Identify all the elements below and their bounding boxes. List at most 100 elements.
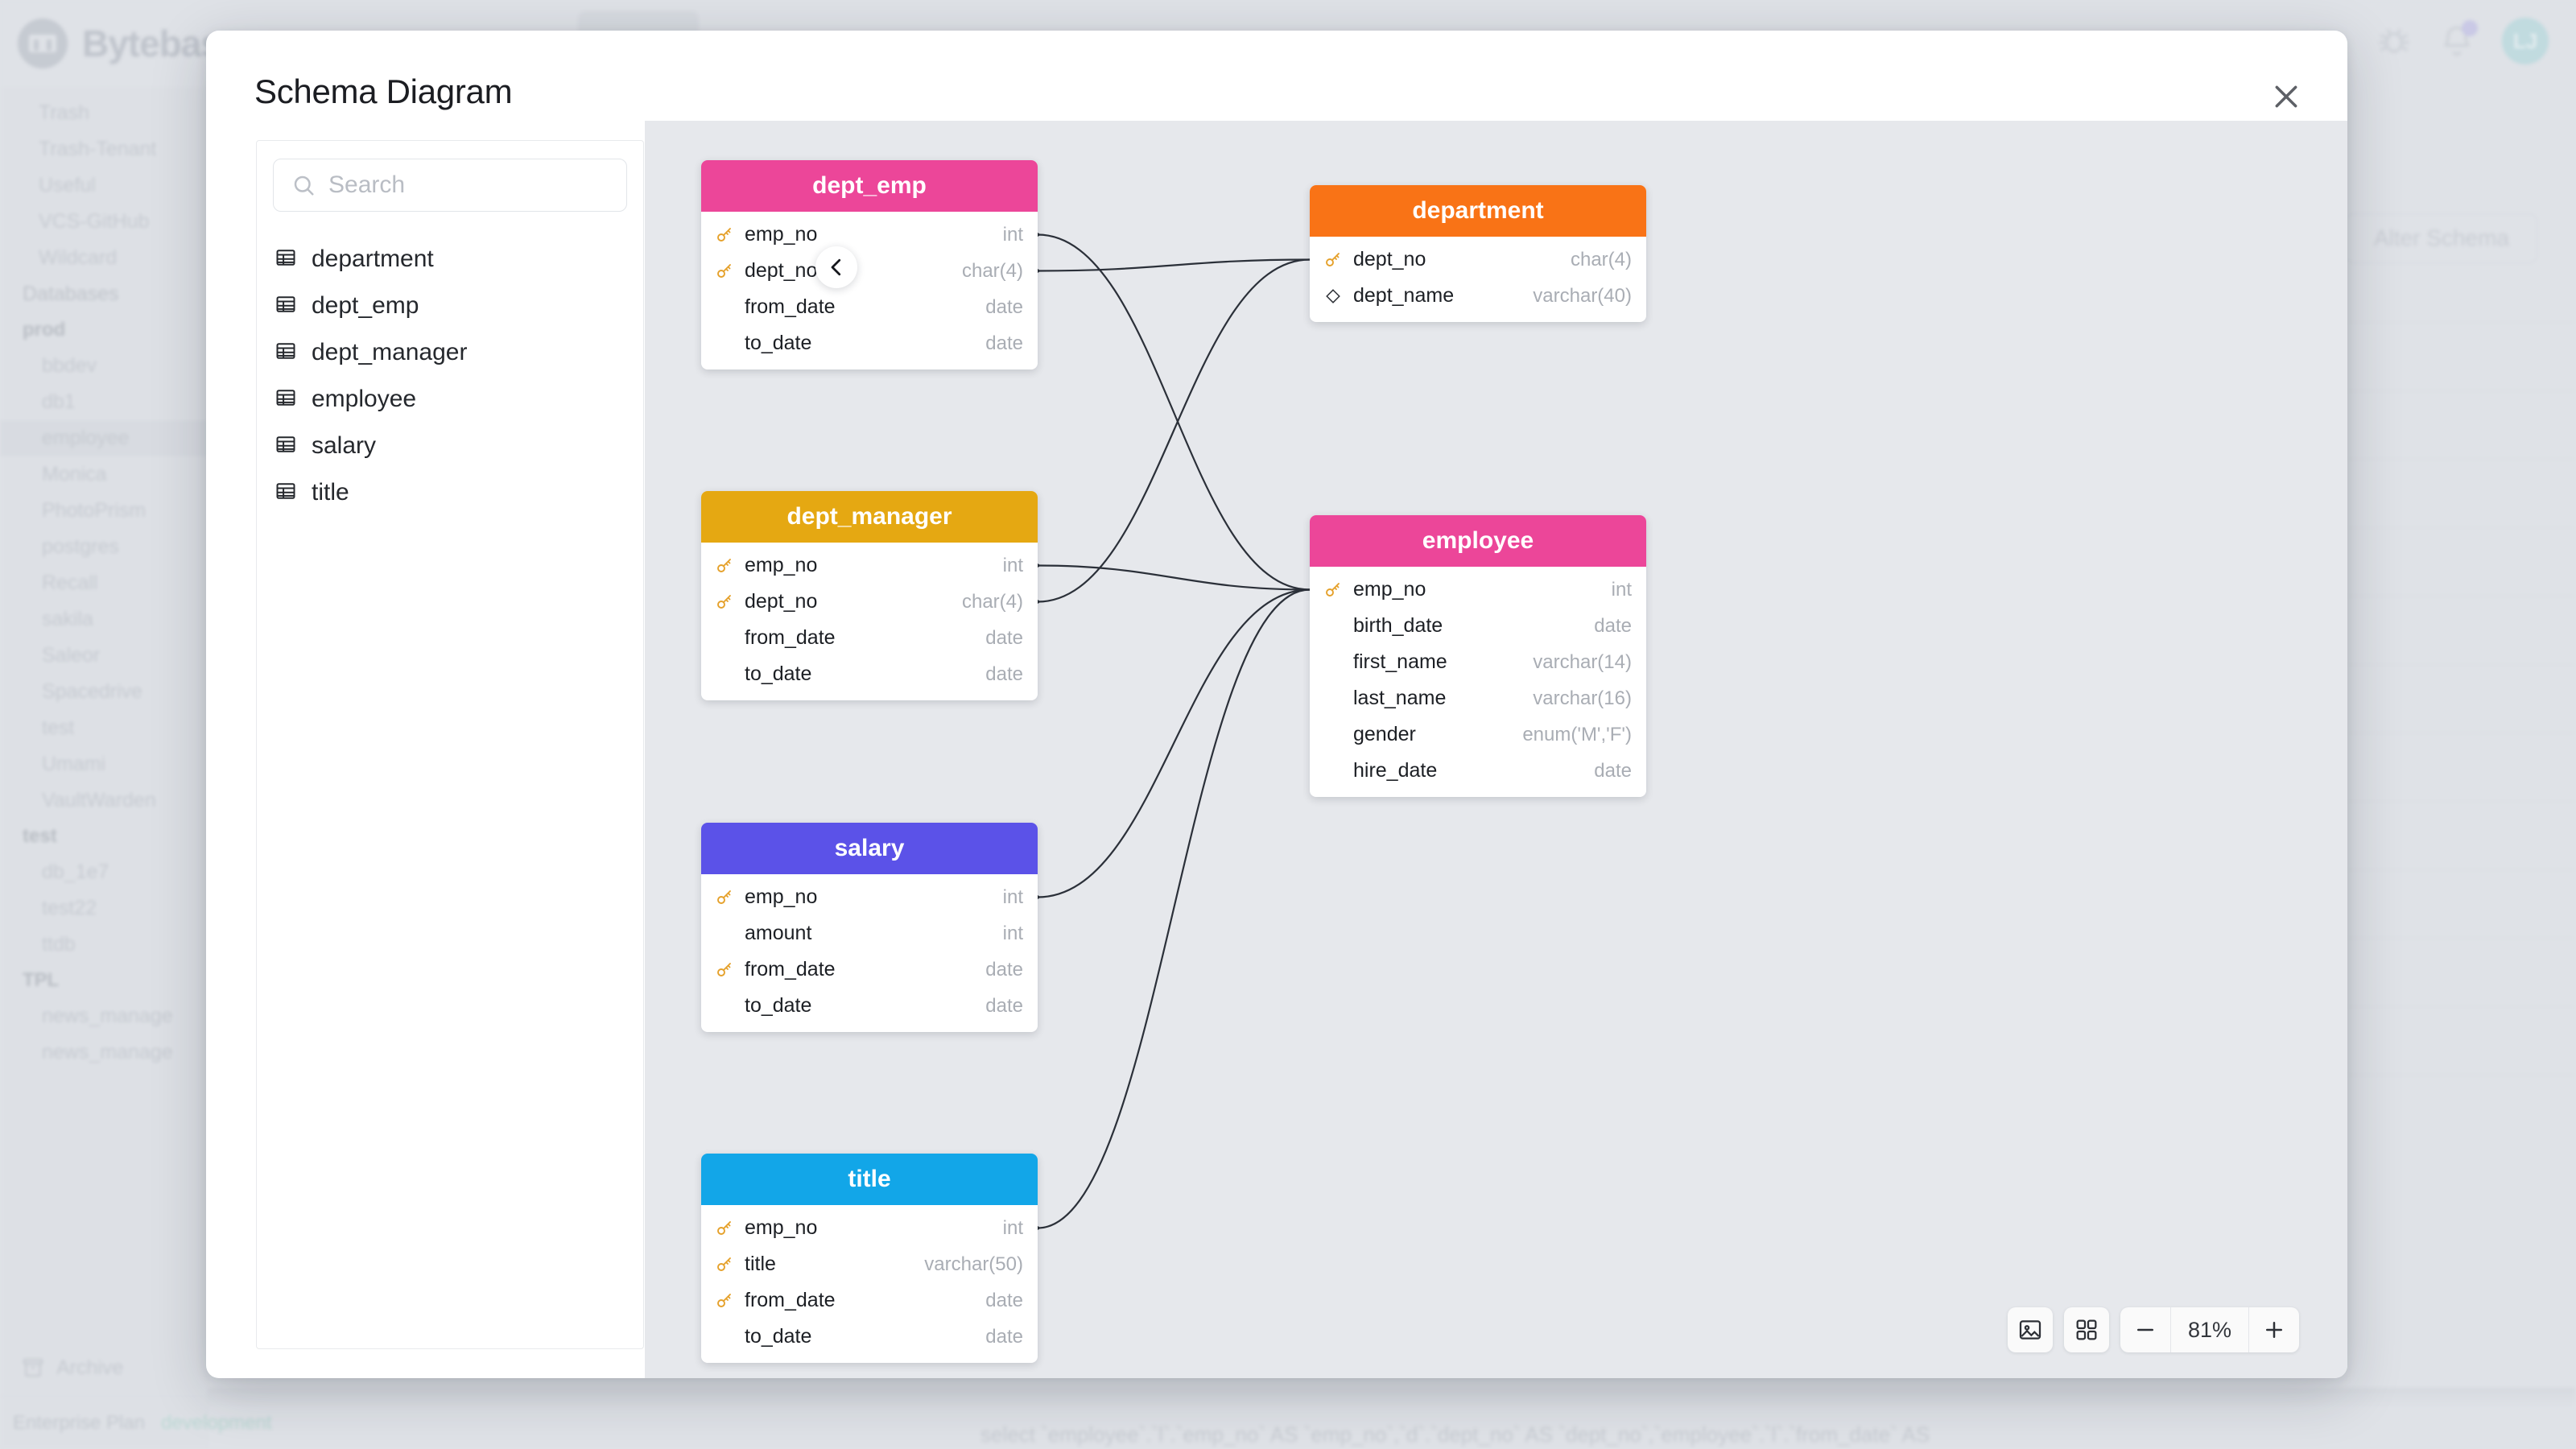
bug-icon[interactable]: [2376, 23, 2412, 59]
alter-schema-button[interactable]: Alter Schema: [2345, 213, 2537, 263]
column-type: varchar(50): [924, 1253, 1023, 1275]
sidebar-item-vcs-github[interactable]: VCS-GitHub: [39, 210, 150, 233]
sidebar-item-news-manage[interactable]: news_manage: [42, 1005, 173, 1027]
sidebar-item-db1[interactable]: db1: [42, 390, 76, 413]
sidebar-item-postgres[interactable]: postgres: [42, 535, 119, 558]
zoom-level: 81%: [2187, 1317, 2232, 1342]
avatar[interactable]: LJ: [2502, 18, 2549, 64]
column-type: int: [1002, 554, 1023, 576]
column-type: date: [985, 332, 1023, 354]
sidebar-item-umami[interactable]: Umami: [42, 753, 106, 775]
column-name: emp_no: [745, 1216, 818, 1239]
table-list-item[interactable]: dept_manager: [257, 329, 643, 376]
sidebar-item-employee[interactable]: employee: [0, 420, 207, 456]
search-box[interactable]: [273, 159, 627, 212]
grid-layout-icon[interactable]: [2064, 1307, 2109, 1352]
sidebar-item-recall[interactable]: Recall: [42, 572, 98, 594]
sidebar-item-trash-tenant[interactable]: Trash-Tenant: [39, 138, 157, 160]
table-node-title: salary: [701, 823, 1038, 874]
table-list-item[interactable]: salary: [257, 423, 643, 469]
close-icon[interactable]: [2264, 74, 2309, 119]
table-list-item[interactable]: department: [257, 236, 643, 283]
sidebar-item-tpl[interactable]: TPL: [23, 969, 60, 991]
column-type: char(4): [961, 259, 1023, 282]
table-list-item[interactable]: employee: [257, 376, 643, 423]
bell-icon[interactable]: [2439, 20, 2478, 59]
archive-box-icon: [23, 1358, 43, 1377]
sidebar-item-saleor[interactable]: Saleor: [42, 644, 101, 667]
table-column-row[interactable]: emp_no int: [701, 1210, 1038, 1246]
plus-icon[interactable]: [2249, 1307, 2299, 1352]
relationship-edge: [1037, 564, 1311, 591]
column-type: varchar(16): [1533, 687, 1632, 709]
table-list-item[interactable]: dept_emp: [257, 283, 643, 329]
sidebar-item-trash[interactable]: Trash: [39, 101, 89, 124]
divider: [2248, 1307, 2249, 1352]
table-column-row[interactable]: last_name varchar(16): [1310, 680, 1646, 716]
sidebar-item-bbdev[interactable]: bbdev: [42, 354, 97, 377]
column-name: last_name: [1353, 687, 1447, 709]
relationship-edge: [1037, 588, 1311, 898]
sidebar-item-spacedrive[interactable]: Spacedrive: [42, 680, 143, 703]
sidebar-item-useful[interactable]: Useful: [39, 174, 96, 196]
sidebar-item-archive[interactable]: Archive: [0, 1356, 208, 1380]
sidebar-item-vaultwarden[interactable]: VaultWarden: [42, 789, 156, 811]
collapse-panel-button[interactable]: [815, 246, 857, 288]
table-list-item[interactable]: title: [257, 469, 643, 516]
table-icon: [275, 433, 297, 460]
sidebar-item-photoprism[interactable]: PhotoPrism: [42, 499, 147, 522]
sidebar-item-test[interactable]: test: [23, 825, 57, 847]
image-icon[interactable]: [2008, 1307, 2053, 1352]
column-type: int: [1002, 1216, 1023, 1239]
key-icon: [714, 1291, 735, 1311]
search-input[interactable]: [328, 171, 609, 199]
key-icon: [714, 1255, 735, 1274]
background-sql-bar: [208, 1388, 2576, 1407]
table-list-item-label: dept_emp: [312, 292, 419, 319]
column-type: date: [985, 958, 1023, 980]
sidebar-item-prod[interactable]: prod: [23, 319, 66, 341]
sidebar-item-test22[interactable]: test22: [42, 897, 97, 919]
sidebar-item-monica[interactable]: Monica: [42, 463, 107, 485]
sidebar-item-test[interactable]: test: [42, 716, 75, 739]
app-logo[interactable]: Bytebase: [18, 19, 242, 68]
sidebar-item-sakila[interactable]: sakila: [42, 608, 93, 630]
sidebar-item-news-manage[interactable]: news_manage: [42, 1041, 173, 1063]
column-type: int: [1002, 922, 1023, 944]
sidebar-item-db-1e7[interactable]: db_1e7: [42, 861, 109, 883]
minus-icon[interactable]: [2120, 1307, 2170, 1352]
key-icon: [714, 556, 735, 576]
sidebar-item-wildcard[interactable]: Wildcard: [39, 246, 118, 269]
archive-label: Archive: [56, 1356, 124, 1379]
sidebar-item-ttdb[interactable]: ttdb: [42, 933, 76, 956]
